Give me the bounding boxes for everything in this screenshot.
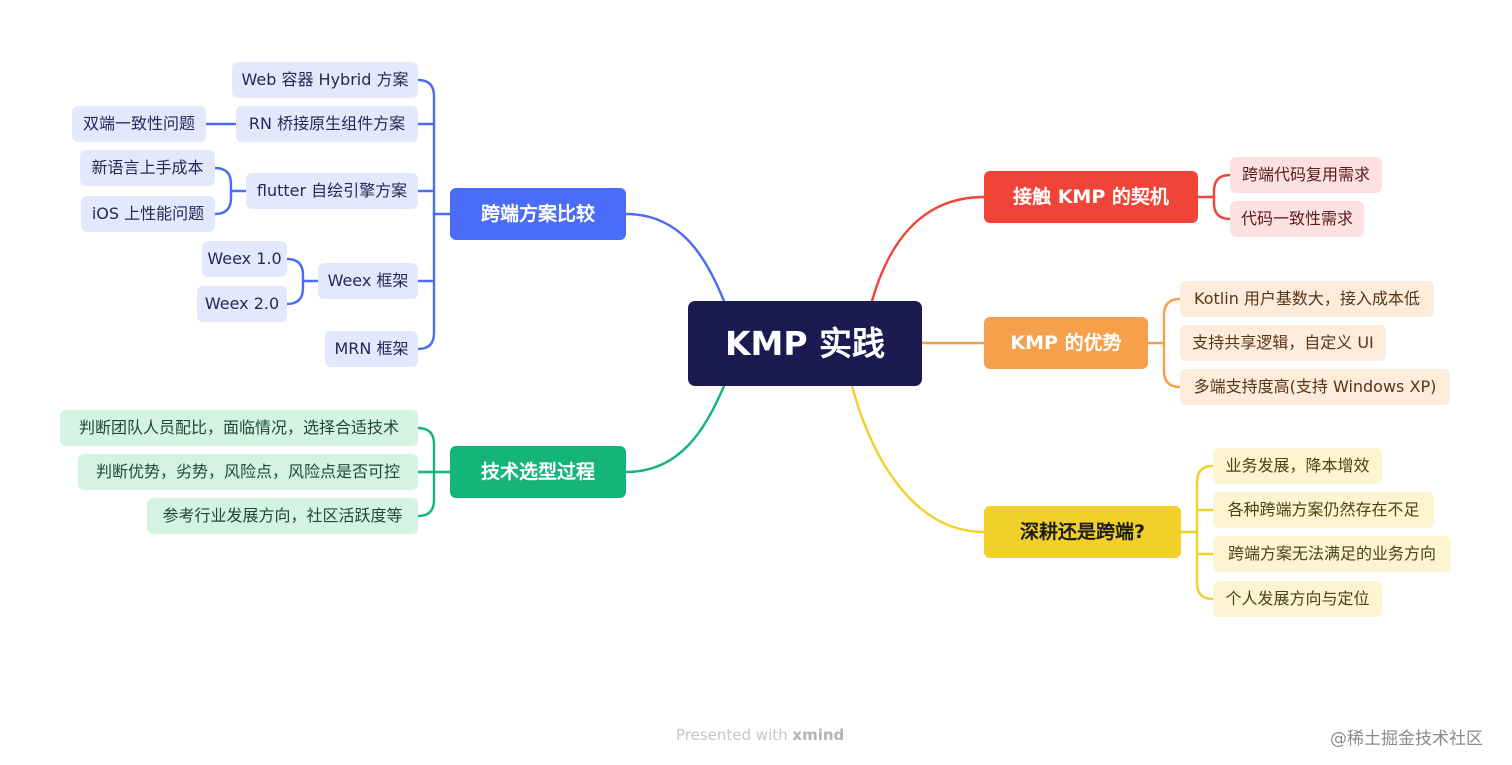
connector-weex-bracket bbox=[285, 257, 320, 306]
subtopic-unmet-direction[interactable]: 跨端方案无法满足的业务方向 bbox=[1213, 536, 1451, 572]
topic-deep-or-cross[interactable]: 深耕还是跨端? bbox=[984, 506, 1181, 558]
subtopic-risk-analysis[interactable]: 判断优势，劣势，风险点，风险点是否可控 bbox=[78, 454, 418, 490]
subtopic-dual-consistency[interactable]: 双端一致性问题 bbox=[72, 106, 206, 142]
subtopic-web-hybrid[interactable]: Web 容器 Hybrid 方案 bbox=[232, 62, 418, 98]
subtopic-code-reuse[interactable]: 跨端代码复用需求 bbox=[1230, 157, 1382, 193]
subtopic-new-language-cost[interactable]: 新语言上手成本 bbox=[80, 150, 215, 186]
topic-kmp-contact[interactable]: 接触 KMP 的契机 bbox=[984, 171, 1198, 223]
connector-flutter-bracket bbox=[213, 166, 248, 216]
xmind-brand: xmind bbox=[792, 726, 845, 744]
subtopic-team-ratio[interactable]: 判断团队人员配比，面临情况，选择合适技术 bbox=[60, 410, 418, 446]
subtopic-weex-2[interactable]: Weex 2.0 bbox=[197, 286, 287, 322]
connector-root-selection bbox=[624, 384, 726, 474]
footer-prefix: Presented with bbox=[676, 726, 793, 744]
connector-deep-bracket bbox=[1179, 464, 1215, 601]
connector-root-contact bbox=[870, 195, 986, 303]
subtopic-personal-growth[interactable]: 个人发展方向与定位 bbox=[1213, 581, 1382, 617]
subtopic-rn-bridge[interactable]: RN 桥接原生组件方案 bbox=[236, 106, 418, 142]
subtopic-weex[interactable]: Weex 框架 bbox=[318, 263, 418, 299]
presented-with-xmind: Presented with xmind bbox=[676, 726, 844, 744]
connector-advantage-bracket bbox=[1146, 297, 1182, 389]
topic-tech-selection[interactable]: 技术选型过程 bbox=[450, 446, 626, 498]
topic-kmp-advantage[interactable]: KMP 的优势 bbox=[984, 317, 1148, 369]
subtopic-weex-1[interactable]: Weex 1.0 bbox=[202, 241, 287, 277]
root-node[interactable]: KMP 实践 bbox=[688, 301, 922, 386]
subtopic-shared-logic[interactable]: 支持共享逻辑，自定义 UI bbox=[1180, 325, 1386, 361]
topic-cross-platform-compare[interactable]: 跨端方案比较 bbox=[450, 188, 626, 240]
connector-root-deep bbox=[850, 384, 986, 534]
connector-contact-bracket bbox=[1196, 173, 1232, 221]
subtopic-solutions-shortfall[interactable]: 各种跨端方案仍然存在不足 bbox=[1213, 492, 1434, 528]
subtopic-business-growth[interactable]: 业务发展，降本增效 bbox=[1213, 448, 1382, 484]
subtopic-flutter[interactable]: flutter 自绘引擎方案 bbox=[246, 173, 418, 209]
juejin-watermark: @稀土掘金技术社区 bbox=[1330, 729, 1483, 749]
subtopic-mrn[interactable]: MRN 框架 bbox=[325, 331, 418, 367]
subtopic-kotlin-users[interactable]: Kotlin 用户基数大，接入成本低 bbox=[1180, 281, 1434, 317]
subtopic-code-consistency[interactable]: 代码一致性需求 bbox=[1230, 201, 1364, 237]
subtopic-industry-trend[interactable]: 参考行业发展方向，社区活跃度等 bbox=[147, 498, 418, 534]
connector-root-compare bbox=[624, 212, 726, 303]
connector-compare-bracket bbox=[416, 78, 436, 351]
subtopic-ios-performance[interactable]: iOS 上性能问题 bbox=[81, 196, 215, 232]
subtopic-multi-platform[interactable]: 多端支持度高(支持 Windows XP) bbox=[1180, 369, 1450, 405]
